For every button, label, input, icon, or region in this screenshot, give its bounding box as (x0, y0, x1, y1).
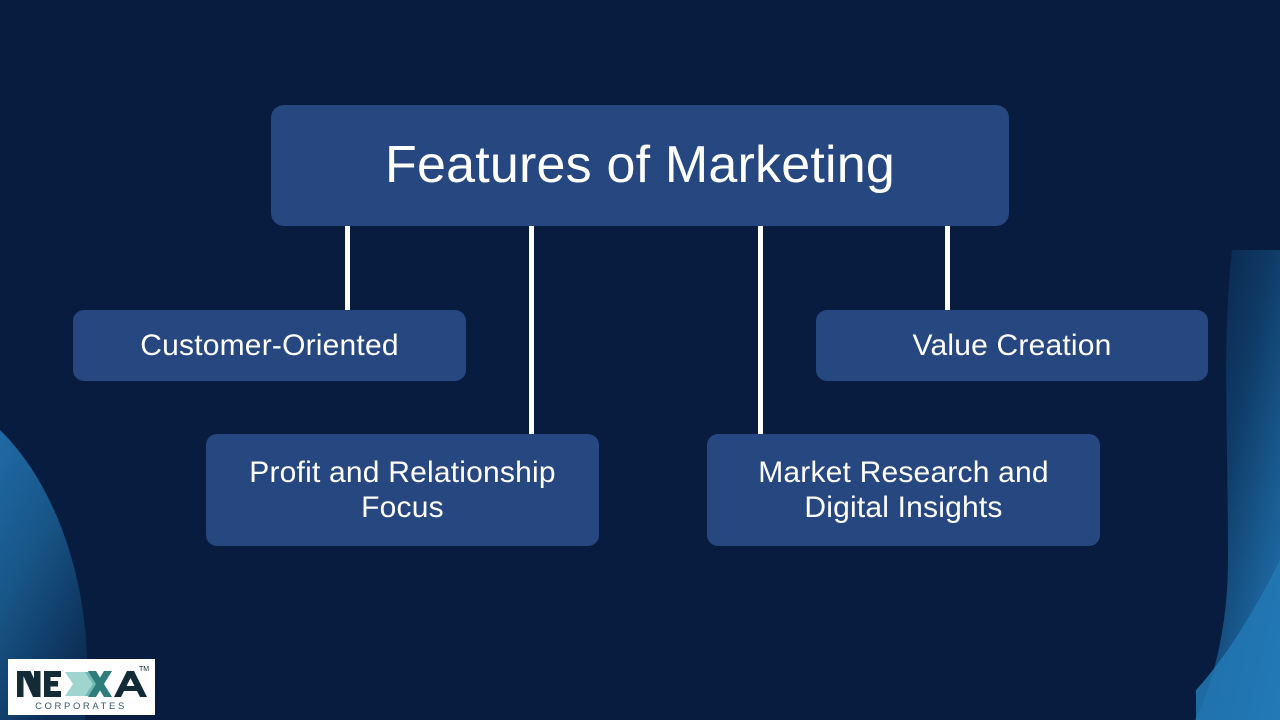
trademark-mark: TM (139, 666, 149, 673)
node-label: Profit and Relationship Focus (249, 455, 556, 524)
diagram-node-value-creation[interactable]: Value Creation (816, 310, 1208, 381)
connector-line-3 (758, 226, 763, 435)
page-title: Features of Marketing (385, 135, 895, 194)
diagram-root-node[interactable]: Features of Marketing (271, 105, 1009, 226)
decor-shape-left (0, 430, 88, 720)
brand-logo[interactable]: TM CORPORATES (8, 659, 155, 715)
decor-shape-right-inner (1196, 560, 1280, 720)
diagram-node-customer-oriented[interactable]: Customer-Oriented (73, 310, 466, 381)
connector-line-2 (529, 226, 534, 435)
connector-line-4 (945, 226, 950, 311)
logo-tagline: CORPORATES (35, 701, 127, 712)
connector-line-1 (345, 226, 350, 311)
diagram-node-market-research[interactable]: Market Research and Digital Insights (707, 434, 1100, 546)
nexxa-logo-icon: TM CORPORATES (8, 659, 155, 715)
diagram-node-profit-focus[interactable]: Profit and Relationship Focus (206, 434, 599, 546)
node-label: Customer-Oriented (140, 328, 399, 362)
node-label: Value Creation (912, 328, 1112, 362)
node-label: Market Research and Digital Insights (758, 455, 1049, 524)
